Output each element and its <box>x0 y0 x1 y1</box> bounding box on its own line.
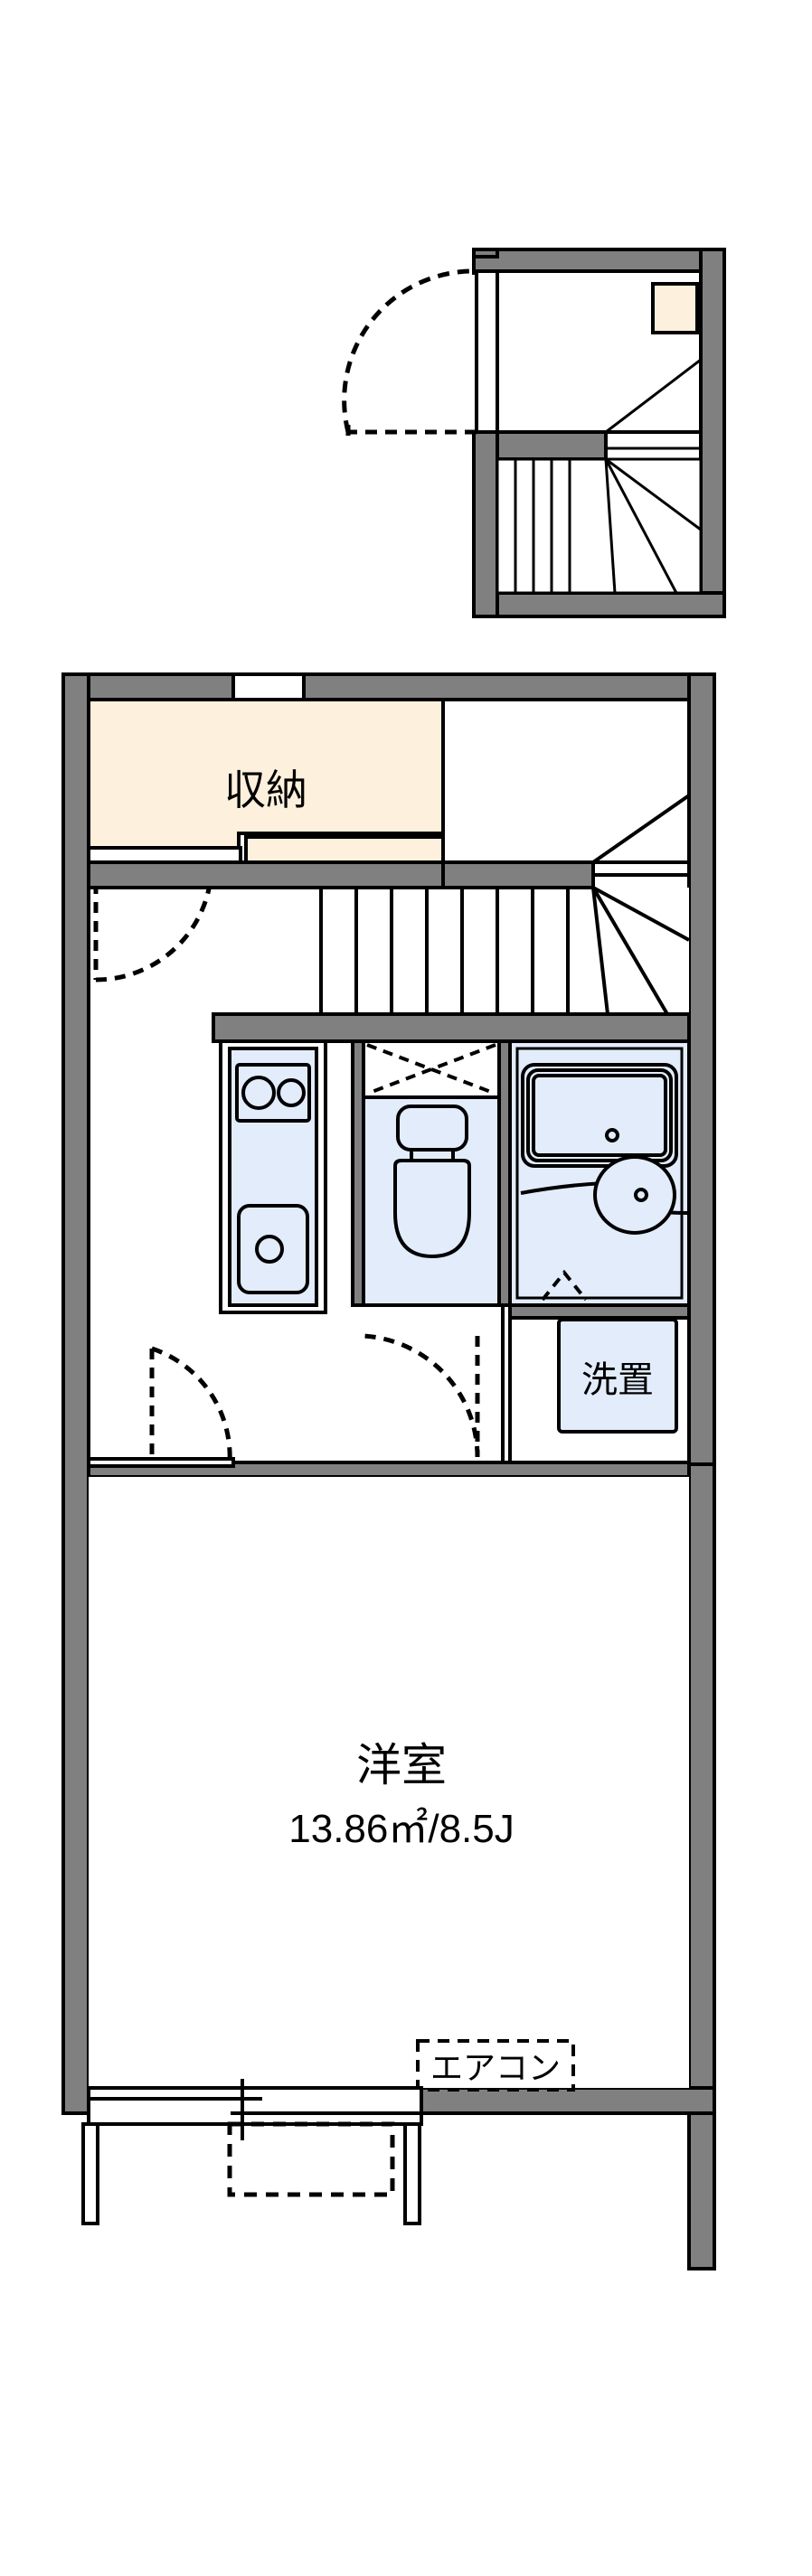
living-room-area-text: 13.86㎡/8.5J <box>288 1807 515 1851</box>
main-plan-group: 収納 <box>61 672 716 2270</box>
upper-wall-left-lower <box>472 430 499 618</box>
upper-wall-right <box>699 248 726 618</box>
balcony <box>81 2121 421 2225</box>
upper-stairwell <box>496 457 703 595</box>
upper-plan-group <box>342 248 726 618</box>
entrance-door-jamb <box>475 269 500 434</box>
balcony-rail-right <box>403 2122 421 2225</box>
top-window-opening <box>231 672 306 701</box>
upper-wall-top <box>472 248 726 275</box>
upper-wall-bottom <box>472 591 726 618</box>
aircon-label: エアコン <box>430 2049 561 2086</box>
upper-cabinet-x-mark <box>362 1039 501 1099</box>
bathtub-drain <box>605 1128 619 1142</box>
living-entry-door[interactable] <box>149 1346 232 1463</box>
toilet-room <box>351 1039 512 1307</box>
living-door-swing-arc <box>151 1346 232 1463</box>
stair-top-wall-band-right <box>441 860 595 889</box>
entrance-door[interactable] <box>342 268 500 436</box>
kitchen-unit <box>219 1039 327 1314</box>
washbasin-drain <box>634 1188 648 1202</box>
upper-interior <box>496 269 703 595</box>
aircon-box <box>416 2039 575 2092</box>
living-door-opening <box>87 1457 235 1468</box>
main-outer-walls <box>61 672 716 2261</box>
entrance-door-swing-arc <box>342 268 477 433</box>
upper-wall-left-stub <box>472 248 499 259</box>
stair-winder-treads <box>591 794 691 1016</box>
storage-door-opening <box>87 846 242 864</box>
living-room-label: 洋室 <box>356 1740 447 1791</box>
stair-landing-upper <box>441 698 691 864</box>
sliding-window[interactable] <box>87 2079 423 2140</box>
living-room-area <box>89 1477 689 2088</box>
upper-outer-walls <box>472 248 726 618</box>
toilet-tank <box>396 1105 468 1152</box>
room-western: 洋室 13.86㎡/8.5J <box>89 1477 689 2088</box>
storage-label: 収納 <box>224 766 307 813</box>
balcony-slab-outline <box>227 2121 395 2197</box>
bath-bottom-wall-band <box>508 1303 691 1320</box>
upper-cabinet-x-line-2 <box>366 1043 496 1095</box>
toilet-door[interactable] <box>363 1305 512 1464</box>
main-wall-bottom-right <box>420 2086 716 2115</box>
upper-corner-storage <box>651 282 699 334</box>
balcony-rail-left <box>81 2122 99 2225</box>
main-wall-left <box>61 672 90 2115</box>
upper-straight-treads <box>514 459 571 593</box>
aircon-annotation: エアコン <box>416 2039 575 2092</box>
kitchen-sink-drain <box>255 1235 284 1264</box>
stair-top-wall-band <box>87 860 448 889</box>
stove-burner-left <box>241 1076 276 1110</box>
bath-door-folding-indicator[interactable] <box>541 1269 588 1302</box>
toilet-door-swing-arc <box>363 1333 480 1458</box>
sliding-window-frame <box>87 2086 423 2126</box>
main-wall-right-leg <box>687 2111 716 2270</box>
stair-straight-treads <box>319 888 570 1014</box>
toilet-bowl <box>393 1159 471 1259</box>
stair-bottom-wall-band <box>212 1012 691 1043</box>
main-stair-area <box>87 698 691 1043</box>
upper-mid-wall <box>496 430 608 461</box>
bathroom-unit <box>508 1039 691 1307</box>
bathtub-inner <box>532 1074 667 1157</box>
washing-machine-space: 洗置 <box>557 1318 678 1434</box>
toilet-wall-left <box>351 1039 365 1307</box>
stove-burner-right <box>277 1078 306 1107</box>
main-wall-top <box>61 672 716 701</box>
upper-cabinet-x-line-1 <box>366 1043 496 1095</box>
upper-winder-treads <box>604 358 702 594</box>
washer-label: 洗置 <box>581 1360 654 1400</box>
